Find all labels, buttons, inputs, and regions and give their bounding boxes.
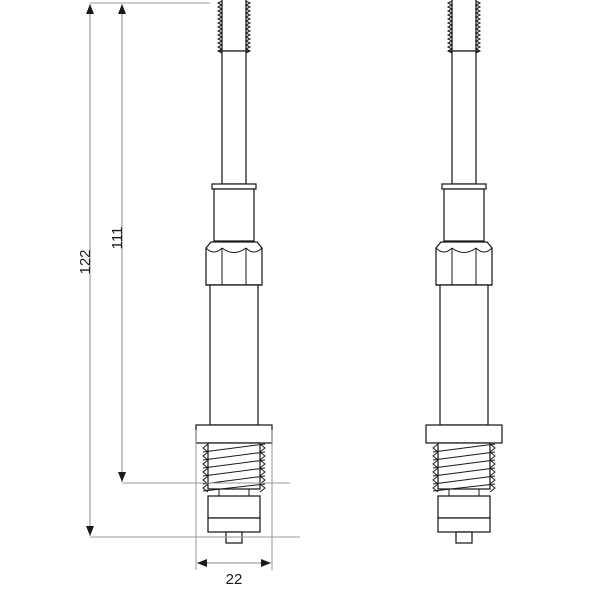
dimension-inner-height: 111 — [109, 2, 290, 484]
left-view-cartridge — [195, 0, 273, 544]
dimension-label-122: 122 — [77, 249, 94, 274]
dimension-label-111: 111 — [109, 227, 126, 250]
dimension-overall-height: 122 — [77, 2, 300, 538]
right-view-cartridge — [425, 0, 503, 544]
dimension-label-22: 22 — [226, 571, 243, 588]
dimension-width: 22 — [195, 430, 273, 588]
